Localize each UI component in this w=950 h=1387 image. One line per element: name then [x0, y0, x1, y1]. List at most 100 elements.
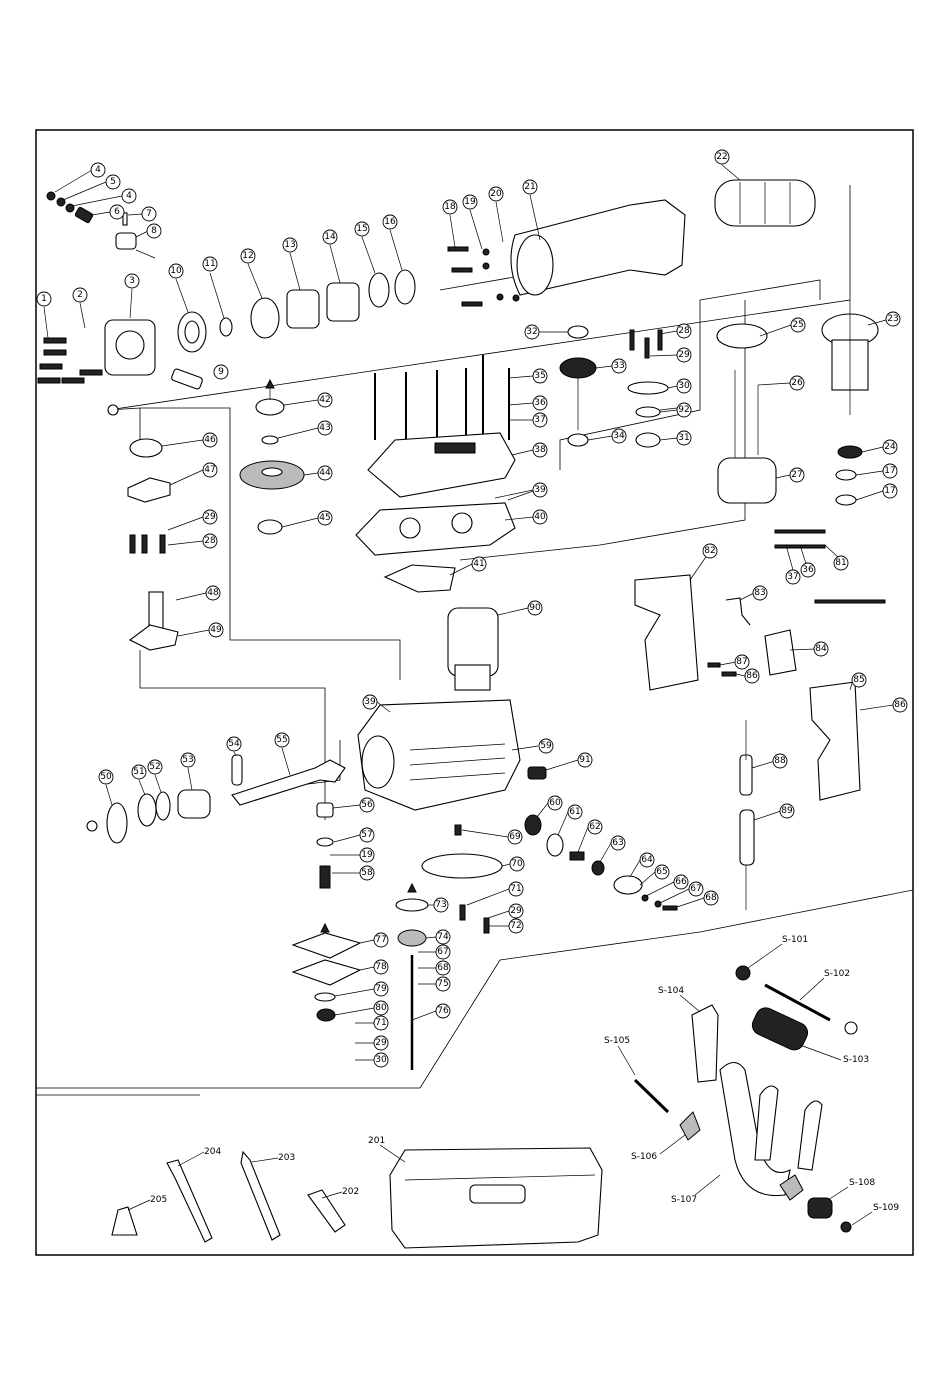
callout-54: 54	[226, 736, 242, 752]
svg-text:79: 79	[375, 984, 387, 994]
svg-text:5: 5	[110, 177, 116, 187]
callout-29d: 29	[373, 1035, 389, 1051]
callout-90: 90	[527, 600, 543, 616]
svg-text:51: 51	[133, 767, 144, 777]
bush-56	[316, 802, 334, 818]
svg-text:18: 18	[444, 202, 456, 212]
callout-7: 7	[141, 206, 157, 222]
label-205: 205	[150, 1195, 167, 1205]
callout-74: 74	[435, 929, 451, 945]
part-callouts: 4 5 4 6 7 8 1 2 3 9 10 11 12 13 14 15 16…	[36, 149, 908, 1068]
ring-60	[524, 814, 542, 836]
svg-text:77: 77	[375, 935, 386, 945]
callout-77: 77	[373, 932, 389, 948]
bearing-45	[257, 519, 283, 535]
direction-arrows	[86, 378, 417, 933]
callout-30a: 30	[676, 378, 692, 394]
washer-4b	[65, 203, 75, 213]
callout-88: 88	[772, 753, 788, 769]
bearing-42	[255, 398, 285, 416]
strain-relief-89	[739, 809, 755, 866]
svg-text:27: 27	[791, 470, 802, 480]
cable-protector-88	[739, 754, 753, 796]
svg-text:58: 58	[361, 868, 373, 878]
callout-27: 27	[789, 467, 805, 483]
svg-text:7: 7	[146, 209, 152, 219]
callout-49: 49	[208, 622, 224, 638]
svg-text:85: 85	[853, 675, 864, 685]
callout-12: 12	[240, 248, 256, 264]
callout-71b: 71	[373, 1015, 389, 1031]
svg-text:36: 36	[534, 398, 546, 408]
knob-s106	[679, 1111, 701, 1141]
diagram-frame	[35, 129, 914, 1256]
nut-s108	[807, 1197, 833, 1219]
callout-14: 14	[322, 229, 338, 245]
callout-72: 72	[508, 918, 524, 934]
sleeve-8	[115, 232, 137, 250]
callout-15: 15	[354, 221, 370, 237]
callout-55: 55	[274, 732, 290, 748]
svg-text:69: 69	[509, 832, 521, 842]
nut-s101	[735, 965, 751, 981]
screw-86b	[721, 671, 737, 677]
svg-text:47: 47	[204, 465, 215, 475]
part-shapes	[37, 179, 886, 1070]
svg-text:56: 56	[361, 800, 373, 810]
callout-17a: 17	[882, 463, 898, 479]
callout-30b: 30	[373, 1052, 389, 1068]
grease-icon	[86, 820, 98, 832]
svg-text:72: 72	[510, 921, 521, 931]
grease-icon	[107, 404, 119, 416]
plate-70	[421, 853, 503, 879]
pin-69	[454, 824, 462, 836]
callout-62: 62	[587, 819, 603, 835]
screw-set-1	[37, 337, 103, 384]
svg-text:29: 29	[678, 350, 690, 360]
svg-text:82: 82	[704, 546, 715, 556]
svg-text:57: 57	[361, 830, 372, 840]
callout-87: 87	[734, 654, 750, 670]
svg-text:8: 8	[151, 226, 157, 236]
svg-text:36: 36	[802, 565, 814, 575]
bearing-32	[567, 325, 589, 339]
svg-text:66: 66	[675, 877, 687, 887]
callout-66: 66	[673, 874, 689, 890]
callout-5: 5	[105, 174, 121, 190]
label-201: 201	[368, 1136, 385, 1146]
text-labels: S-101 S-102 S-103 S-104 S-105 S-106 S-10…	[127, 935, 899, 1226]
key-62	[569, 851, 585, 861]
svg-text:13: 13	[284, 240, 295, 250]
pin-7	[122, 212, 128, 226]
grip-s103	[751, 1007, 809, 1051]
svg-text:53: 53	[182, 755, 193, 765]
washer-73	[395, 898, 429, 912]
callout-11: 11	[202, 256, 218, 272]
callout-70: 70	[509, 856, 525, 872]
svg-text:90: 90	[529, 603, 541, 613]
svg-text:11: 11	[204, 259, 215, 269]
svg-text:73: 73	[435, 900, 446, 910]
callout-69: 69	[507, 829, 523, 845]
screw-68	[662, 905, 678, 911]
accessories	[111, 1147, 603, 1249]
callout-17b: 17	[882, 483, 898, 499]
svg-text:61: 61	[569, 807, 580, 817]
callout-75: 75	[435, 976, 451, 992]
svg-text:33: 33	[613, 361, 624, 371]
leader-lines	[43, 164, 894, 1061]
callout-29b: 29	[202, 509, 218, 525]
svg-text:40: 40	[534, 512, 546, 522]
svg-text:21: 21	[524, 182, 535, 192]
svg-text:91: 91	[579, 755, 590, 765]
gear-61	[546, 833, 564, 857]
svg-text:67: 67	[690, 884, 701, 894]
washer-66	[641, 894, 649, 902]
svg-text:52: 52	[149, 762, 160, 772]
callout-10: 10	[168, 263, 184, 279]
ring-63	[591, 860, 605, 876]
callout-68a: 68	[703, 890, 719, 906]
callout-45: 45	[317, 510, 333, 526]
screw-58	[319, 865, 331, 889]
callout-58: 58	[359, 865, 375, 881]
